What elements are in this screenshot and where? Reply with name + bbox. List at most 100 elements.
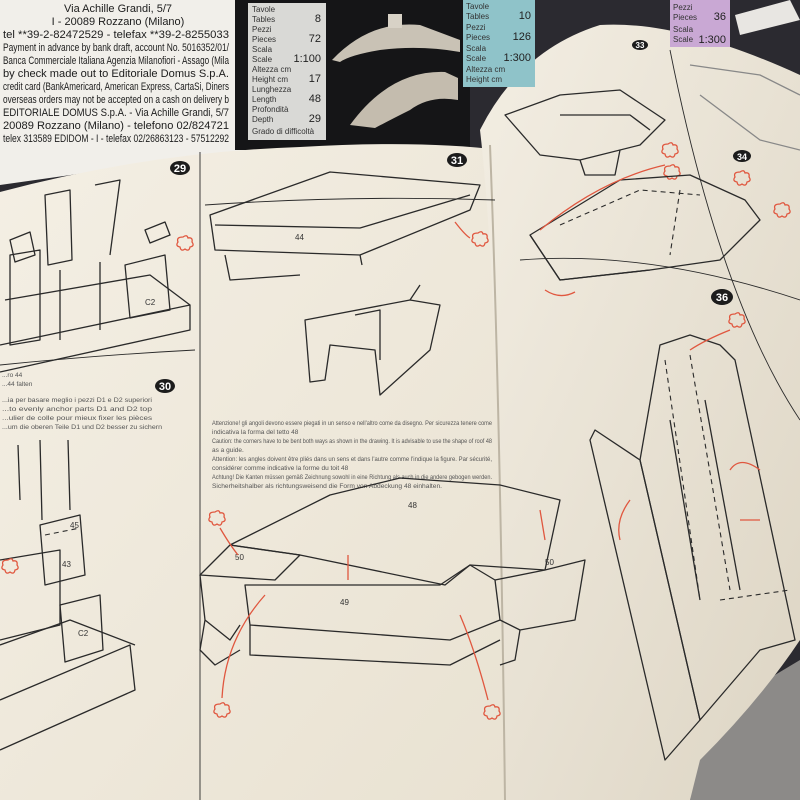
stat-value: 8: [315, 13, 321, 25]
step-badge-29: 29: [170, 161, 190, 175]
sheet-line: EDITORIALE DOMUS S.p.A. - Via Achille Gr…: [3, 107, 229, 119]
svg-text:31: 31: [451, 155, 463, 167]
instruction-line: ...44 falten: [2, 381, 33, 388]
booklet-left-page: [0, 144, 505, 800]
sheet-line: I - 20089 Rozzano (Milano): [52, 16, 185, 28]
stat-value: 1:100: [293, 53, 321, 65]
stat-value: 1:300: [503, 52, 531, 64]
stat-label: Scala: [673, 25, 694, 34]
stat-label: Length: [252, 95, 276, 104]
stat-label: Altezza cm: [252, 65, 291, 74]
instruction-line: Sicherheitshalber als richtungsweisend d…: [212, 483, 442, 490]
stat-label: Grado di difficoltà: [252, 127, 315, 136]
part-label: 44: [295, 233, 304, 242]
part-label: 43: [62, 560, 71, 569]
sheet-line: overseas orders may not be accepted on a…: [3, 94, 229, 106]
stat-label: Profondità: [252, 105, 289, 114]
instruction-line: ...ia per basare meglio i pezzi D1 e D2 …: [2, 397, 152, 404]
stat-label: Scala: [252, 45, 273, 54]
part-label: 45: [70, 521, 79, 530]
sheet-line: credit card (BankAmericard, American Exp…: [3, 81, 229, 93]
step-badge-34: 34: [733, 150, 751, 162]
part-label: 49: [340, 598, 349, 607]
stat-label: Altezza cm: [466, 65, 505, 74]
stat-value: 48: [309, 93, 321, 105]
step-31-diagram: 44 Attenzione! gli angoli devono essere …: [199, 171, 586, 720]
model-card-teal: Tavole Tables 10 Pezzi Pieces 126 Scala …: [463, 0, 535, 87]
booklet-spine: [489, 144, 506, 800]
step-30-diagram: ...ro 44 ...44 falten ...ia per basare m…: [0, 372, 162, 751]
stat-label: Pezzi: [466, 23, 486, 32]
stat-label: Tavole: [252, 5, 276, 14]
sheet-line: Payment in advance by bank draft, accoun…: [3, 42, 230, 54]
instruction-line: ...ro 44: [2, 372, 23, 379]
instruction-line: Attention: les angles doivent être pliés…: [212, 456, 492, 463]
instruction-line: ...to evenly anchor parts D1 and D2 top: [2, 406, 153, 413]
sheet-line: telex 313589 EDIDOM - I - telefax 02/268…: [3, 133, 229, 145]
svg-text:33: 33: [636, 41, 645, 50]
stat-value: 1:300: [698, 34, 726, 46]
instruction-line: Caution: the corners have to be bent bot…: [212, 438, 492, 445]
model-card-rialto: Tavole Tables 8 Pezzi Pieces 72 Scala Sc…: [235, 0, 470, 150]
part-label: C2: [145, 298, 156, 307]
svg-text:30: 30: [159, 381, 171, 393]
sheet-line: by check made out to Editoriale Domus S.…: [3, 68, 229, 80]
stat-label: Scala: [466, 44, 487, 53]
stat-label: Height cm: [466, 75, 502, 84]
order-sheet: Via Achille Grandi, 5/7 I - 20089 Rozzan…: [0, 0, 248, 185]
stat-value: 72: [309, 33, 321, 45]
step-30-text: ...ro 44 ...44 falten ...ia per basare m…: [2, 372, 162, 431]
sheet-line: tel **39-2-82472529 - telefax **39-2-825…: [3, 29, 229, 41]
part-label: C2: [78, 629, 89, 638]
stat-label: Scale: [252, 55, 273, 64]
step-35-diagram: [689, 64, 800, 151]
stat-label: Pezzi: [673, 3, 693, 12]
table-surface: [690, 660, 800, 800]
stat-label: Lunghezza: [252, 85, 292, 94]
step-badges: 29 30 31 33 34 36: [155, 40, 751, 393]
stat-label: Depth: [252, 115, 273, 124]
step-badge-36: 36: [711, 289, 733, 305]
step-badge-31: 31: [447, 153, 467, 167]
stat-value: 36: [714, 11, 726, 23]
stat-label: Pieces: [466, 33, 490, 42]
step-29-diagram: C2: [0, 179, 194, 373]
rialto-stats: Tavole Tables 8 Pezzi Pieces 72 Scala Sc…: [252, 5, 321, 136]
step-36-diagram: [589, 312, 796, 761]
svg-text:36: 36: [716, 292, 728, 304]
instruction-line: Attenzione! gli angoli devono essere pie…: [212, 420, 492, 427]
stat-label: Tavole: [466, 2, 490, 11]
svg-text:29: 29: [174, 163, 186, 175]
stat-label: Scale: [466, 54, 487, 63]
instruction-line: ...ulier de colle pour mieux fixer les p…: [2, 415, 153, 422]
step-34-diagram: [529, 142, 791, 297]
part-label: 50: [545, 558, 554, 567]
part-label: 48: [408, 501, 417, 510]
sheet-line: Via Achille Grandi, 5/7: [64, 3, 172, 15]
stat-label: Height cm: [252, 75, 288, 84]
step-33-diagram: [504, 89, 681, 180]
stat-value: 17: [309, 73, 321, 85]
rialto-bridge-photo: [332, 14, 460, 128]
svg-text:34: 34: [737, 152, 747, 162]
booklet-right-page: [480, 24, 800, 800]
stat-label: Scale: [673, 35, 694, 44]
stat-label: Pieces: [252, 35, 276, 44]
instruction-line: indicativa la forma del tetto 48: [212, 429, 299, 436]
stat-value: 126: [513, 31, 531, 43]
stat-label: Pezzi: [252, 25, 272, 34]
stat-label: Tables: [252, 15, 275, 24]
stat-value: 10: [519, 10, 531, 22]
step-31-text: Attenzione! gli angoli devono essere pie…: [212, 420, 492, 490]
stat-label: Pieces: [673, 13, 697, 22]
step-badge-33: 33: [632, 40, 648, 50]
sheet-line: 20089 Rozzano (Milano) - telefono 02/824…: [3, 120, 229, 132]
model-card-lavender: Pezzi Pieces 36 Scala Scale 1:300: [670, 0, 800, 47]
stat-value: 29: [309, 113, 321, 125]
part-label: 50: [235, 553, 244, 562]
stat-label: Tables: [466, 12, 489, 21]
instruction-line: Achtung! Die Kanten müssen gemäß Zeichnu…: [212, 474, 492, 481]
sheet-line: Banca Commerciale Italiana Agenzia Milan…: [3, 55, 230, 67]
